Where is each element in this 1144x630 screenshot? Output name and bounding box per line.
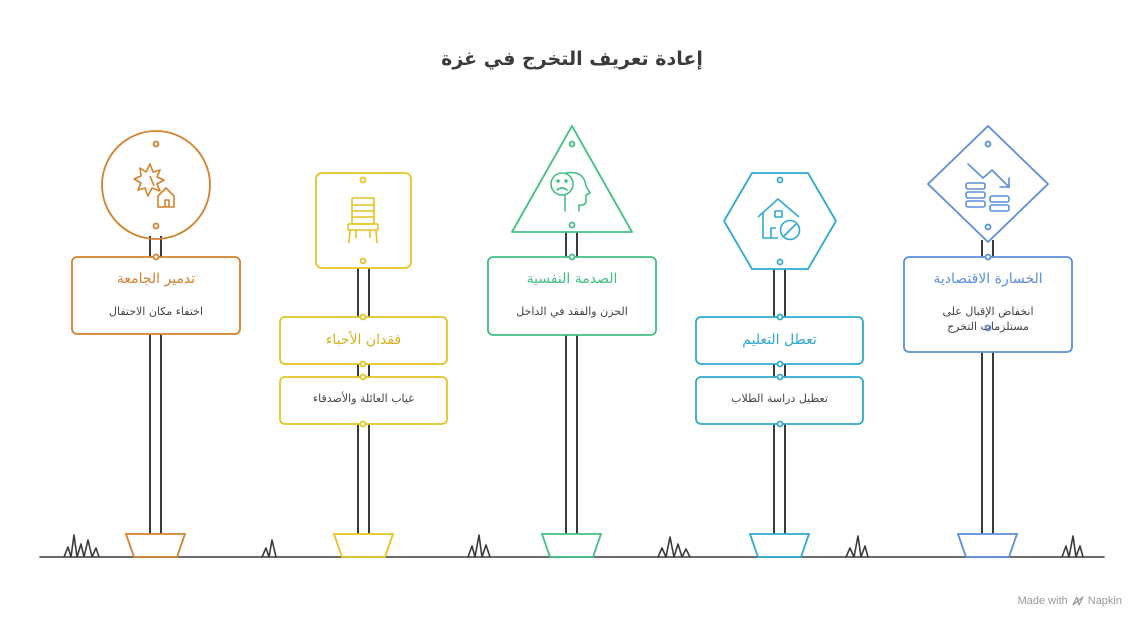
sign-psychological-trauma [487, 125, 657, 558]
sign-description-psychological-trauma: الحزن والفقد في الداخل [516, 305, 628, 318]
house-blocked-icon [757, 198, 801, 241]
money-decline-icon [965, 163, 1010, 212]
sign-base [332, 533, 395, 558]
sign-heading-economic-loss: الخسارة الاقتصادية [933, 271, 1043, 287]
sign-economic-loss [903, 125, 1073, 558]
sign-base [956, 533, 1019, 558]
sign-loss-of-loved-ones [279, 172, 448, 558]
empty-chair-icon [347, 197, 379, 244]
sign-description-loss-of-loved-ones: غياب العائلة والأصدقاء [313, 392, 414, 405]
explosion-building-icon [133, 163, 175, 208]
sign-board-diamond [927, 125, 1049, 243]
sign-board-circle [101, 130, 211, 240]
sign-university-destruction [71, 130, 241, 558]
napkin-logo-icon [1072, 596, 1084, 606]
sign-label-box [71, 256, 241, 335]
diagram-title: إعادة تعريف التخرج في غزة [441, 48, 703, 70]
sign-label-box [487, 256, 657, 336]
sign-education-disruption [695, 172, 864, 558]
ground [39, 534, 1105, 558]
sad-head-icon [550, 171, 591, 212]
sign-base [748, 533, 811, 558]
watermark-brand: Napkin [1087, 595, 1122, 607]
sign-description-university-destruction: اختفاء مكان الاحتفال [108, 305, 203, 318]
sign-board-square [315, 172, 412, 269]
napkin-watermark[interactable]: Made with Napkin [1018, 595, 1122, 607]
sign-description-economic-loss: انخفاض الإقبال على مستلزمات التخرج [942, 305, 1034, 333]
sign-heading-psychological-trauma: الصدمة النفسية [526, 271, 618, 287]
sign-board-hexagon [723, 172, 837, 270]
watermark-prefix: Made with [1017, 595, 1068, 607]
sign-base [540, 533, 603, 558]
sign-description-education-disruption: تعطيل دراسة الطلاب [731, 392, 828, 405]
sign-base [124, 533, 187, 558]
sign-heading-university-destruction: تدمير الجامعة [116, 271, 196, 287]
sign-heading-education-disruption: تعطل التعليم [742, 332, 817, 348]
sign-heading-loss-of-loved-ones: فقدان الأحباء [325, 332, 402, 348]
